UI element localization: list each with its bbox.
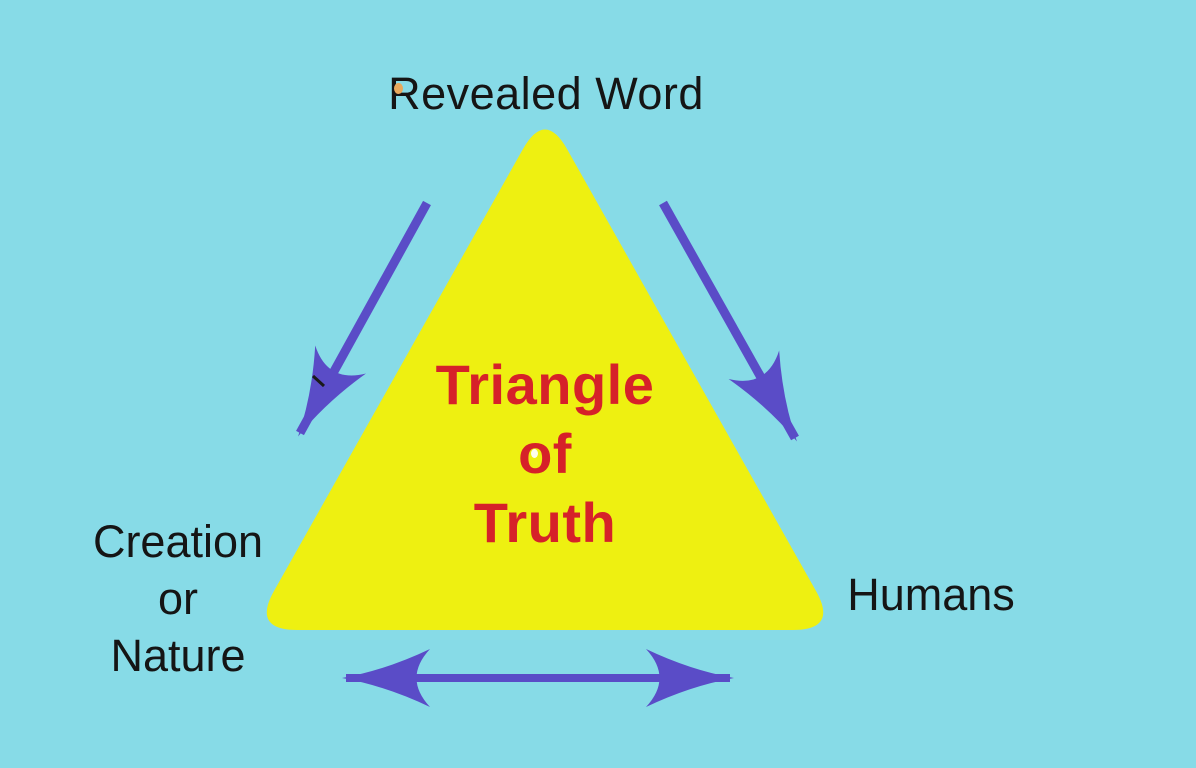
triangle-shape bbox=[266, 129, 824, 630]
paint-speck bbox=[394, 83, 403, 94]
arrow-top-to-left bbox=[296, 200, 431, 437]
label-line: or bbox=[157, 573, 198, 624]
arrow-top-to-right bbox=[659, 200, 799, 442]
triangle-title-line: of bbox=[518, 422, 572, 485]
label-line: Creation bbox=[92, 516, 264, 567]
label-line: Nature bbox=[110, 630, 246, 681]
triangle-title-line: Truth bbox=[473, 491, 617, 554]
label-humans: Humans bbox=[847, 569, 1015, 620]
paint-speck bbox=[531, 449, 538, 458]
triangle-title: Triangle of Truth bbox=[394, 350, 696, 557]
triangle-title-line: Triangle bbox=[435, 353, 655, 416]
label-revealed-word: Revealed Word bbox=[388, 68, 704, 119]
stray-mark bbox=[311, 374, 326, 388]
label-creation-or-nature: Creation or Nature bbox=[38, 513, 318, 684]
